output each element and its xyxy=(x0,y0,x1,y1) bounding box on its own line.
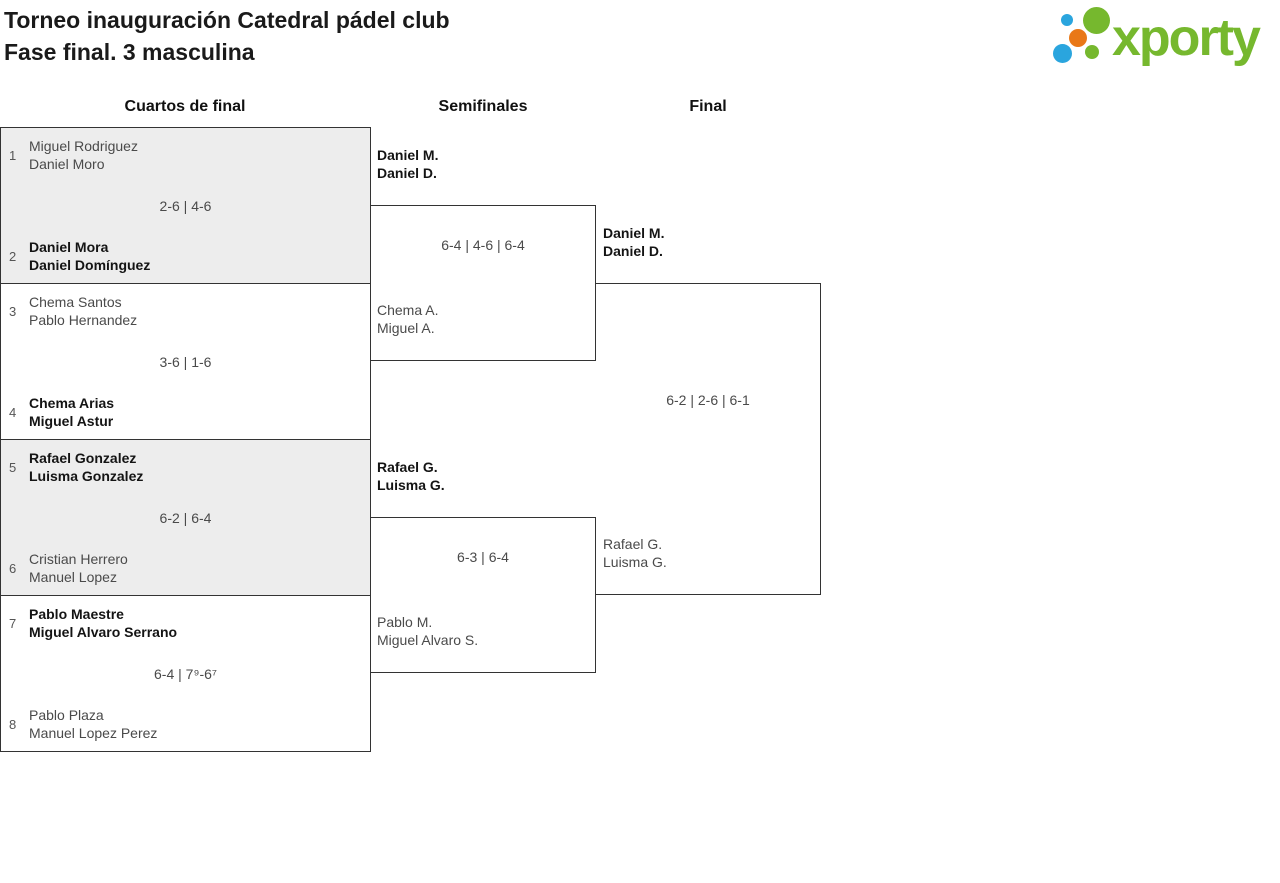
qf4-team-top: 7 Pablo Maestre Miguel Alvaro Serrano xyxy=(9,605,362,641)
player-name: Pablo M. xyxy=(377,614,433,630)
player-name: Pablo Maestre xyxy=(29,606,124,622)
player-name: Daniel D. xyxy=(377,165,437,181)
xporty-logo[interactable]: xporty xyxy=(1050,0,1276,90)
page-title: Torneo inauguración Catedral pádel club … xyxy=(4,4,450,68)
player-name: Chema A. xyxy=(377,302,439,318)
seed-number: 7 xyxy=(9,615,17,631)
seed-number: 4 xyxy=(9,404,17,420)
player-name: Daniel M. xyxy=(603,225,665,241)
qf3-team-bottom: 6 Cristian Herrero Manuel Lopez xyxy=(9,550,362,586)
logo-dot-icon xyxy=(1061,14,1073,26)
player-name: Chema Santos xyxy=(29,294,122,310)
player-name: Rafael G. xyxy=(603,536,663,552)
logo-dot-icon xyxy=(1083,7,1110,34)
match-semifinal-1-box xyxy=(370,205,596,361)
seed-number: 1 xyxy=(9,147,17,163)
sf2-team-bottom: Pablo M. Miguel Alvaro S. xyxy=(377,613,478,649)
logo-wordmark: xporty xyxy=(1112,9,1261,67)
seed-number: 2 xyxy=(9,248,17,264)
sf2-team-top: Rafael G. Luisma G. xyxy=(377,458,445,494)
player-name: Miguel A. xyxy=(377,320,435,336)
player-name: Chema Arias xyxy=(29,395,115,411)
seed-number: 3 xyxy=(9,303,17,319)
player-name: Miguel Alvaro Serrano xyxy=(29,624,178,640)
player-name: Luisma Gonzalez xyxy=(29,468,144,484)
sf1-team-bottom: Chema A. Miguel A. xyxy=(377,301,438,337)
qf2-team-bottom: 4 Chema Arias Miguel Astur xyxy=(9,394,362,430)
player-name: Manuel Lopez Perez xyxy=(29,725,158,741)
final-team-top: Daniel M. Daniel D. xyxy=(603,224,664,260)
match-score: 2-6 | 4-6 xyxy=(159,197,212,214)
match-semifinal-2-box xyxy=(370,517,596,673)
round-header-quarterfinals: Cuartos de final xyxy=(124,98,246,115)
round-header-final: Final xyxy=(689,98,727,115)
match-quarterfinal-2: 3 Chema Santos Pablo Hernandez 3-6 | 1-6… xyxy=(0,283,371,440)
player-name: Daniel M. xyxy=(377,147,439,163)
match-score: 6-2 | 6-4 xyxy=(159,509,212,526)
match-score: 6-4 | 7⁹-6⁷ xyxy=(154,665,217,682)
player-name: Daniel Domínguez xyxy=(29,257,151,273)
qf2-team-top: 3 Chema Santos Pablo Hernandez xyxy=(9,293,362,329)
logo-dot-icon xyxy=(1069,29,1087,47)
player-name: Daniel D. xyxy=(603,243,663,259)
match-quarterfinal-4: 7 Pablo Maestre Miguel Alvaro Serrano 6-… xyxy=(0,595,371,752)
player-name: Miguel Astur xyxy=(29,413,114,429)
player-name: Pablo Hernandez xyxy=(29,312,138,328)
player-name: Miguel Alvaro S. xyxy=(377,632,479,648)
seed-number: 8 xyxy=(9,716,17,732)
qf1-team-top: 1 Miguel Rodriguez Daniel Moro xyxy=(9,137,362,173)
match-score: 3-6 | 1-6 xyxy=(159,353,212,370)
seed-number: 5 xyxy=(9,459,17,475)
qf1-team-bottom: 2 Daniel Mora Daniel Domínguez xyxy=(9,238,362,274)
logo-dot-icon xyxy=(1053,44,1072,63)
player-name: Daniel Mora xyxy=(29,239,109,255)
player-name: Pablo Plaza xyxy=(29,707,104,723)
qf3-team-top: 5 Rafael Gonzalez Luisma Gonzalez xyxy=(9,449,362,485)
sf1-team-top: Daniel M. Daniel D. xyxy=(377,146,438,182)
player-name: Manuel Lopez xyxy=(29,569,117,585)
final-team-bottom: Rafael G. Luisma G. xyxy=(603,535,667,571)
match-final-box xyxy=(595,283,821,595)
player-name: Luisma G. xyxy=(377,477,445,493)
match-quarterfinal-3: 5 Rafael Gonzalez Luisma Gonzalez 6-2 | … xyxy=(0,439,371,596)
player-name: Luisma G. xyxy=(603,554,667,570)
final-score: 6-2 | 2-6 | 6-1 xyxy=(666,392,750,408)
qf4-team-bottom: 8 Pablo Plaza Manuel Lopez Perez xyxy=(9,706,362,742)
round-header-semifinals: Semifinales xyxy=(438,98,528,115)
sf1-score: 6-4 | 4-6 | 6-4 xyxy=(441,237,525,253)
seed-number: 6 xyxy=(9,560,17,576)
player-name: Miguel Rodriguez xyxy=(29,138,138,154)
player-name: Rafael Gonzalez xyxy=(29,450,137,466)
tournament-title: Torneo inauguración Catedral pádel club xyxy=(4,7,450,33)
player-name: Cristian Herrero xyxy=(29,551,128,567)
logo-dot-icon xyxy=(1085,45,1099,59)
phase-subtitle: Fase final. 3 masculina xyxy=(4,39,255,65)
sf2-score: 6-3 | 6-4 xyxy=(457,549,509,565)
match-quarterfinal-1: 1 Miguel Rodriguez Daniel Moro 2-6 | 4-6… xyxy=(0,127,371,284)
player-name: Rafael G. xyxy=(377,459,438,475)
player-name: Daniel Moro xyxy=(29,156,105,172)
